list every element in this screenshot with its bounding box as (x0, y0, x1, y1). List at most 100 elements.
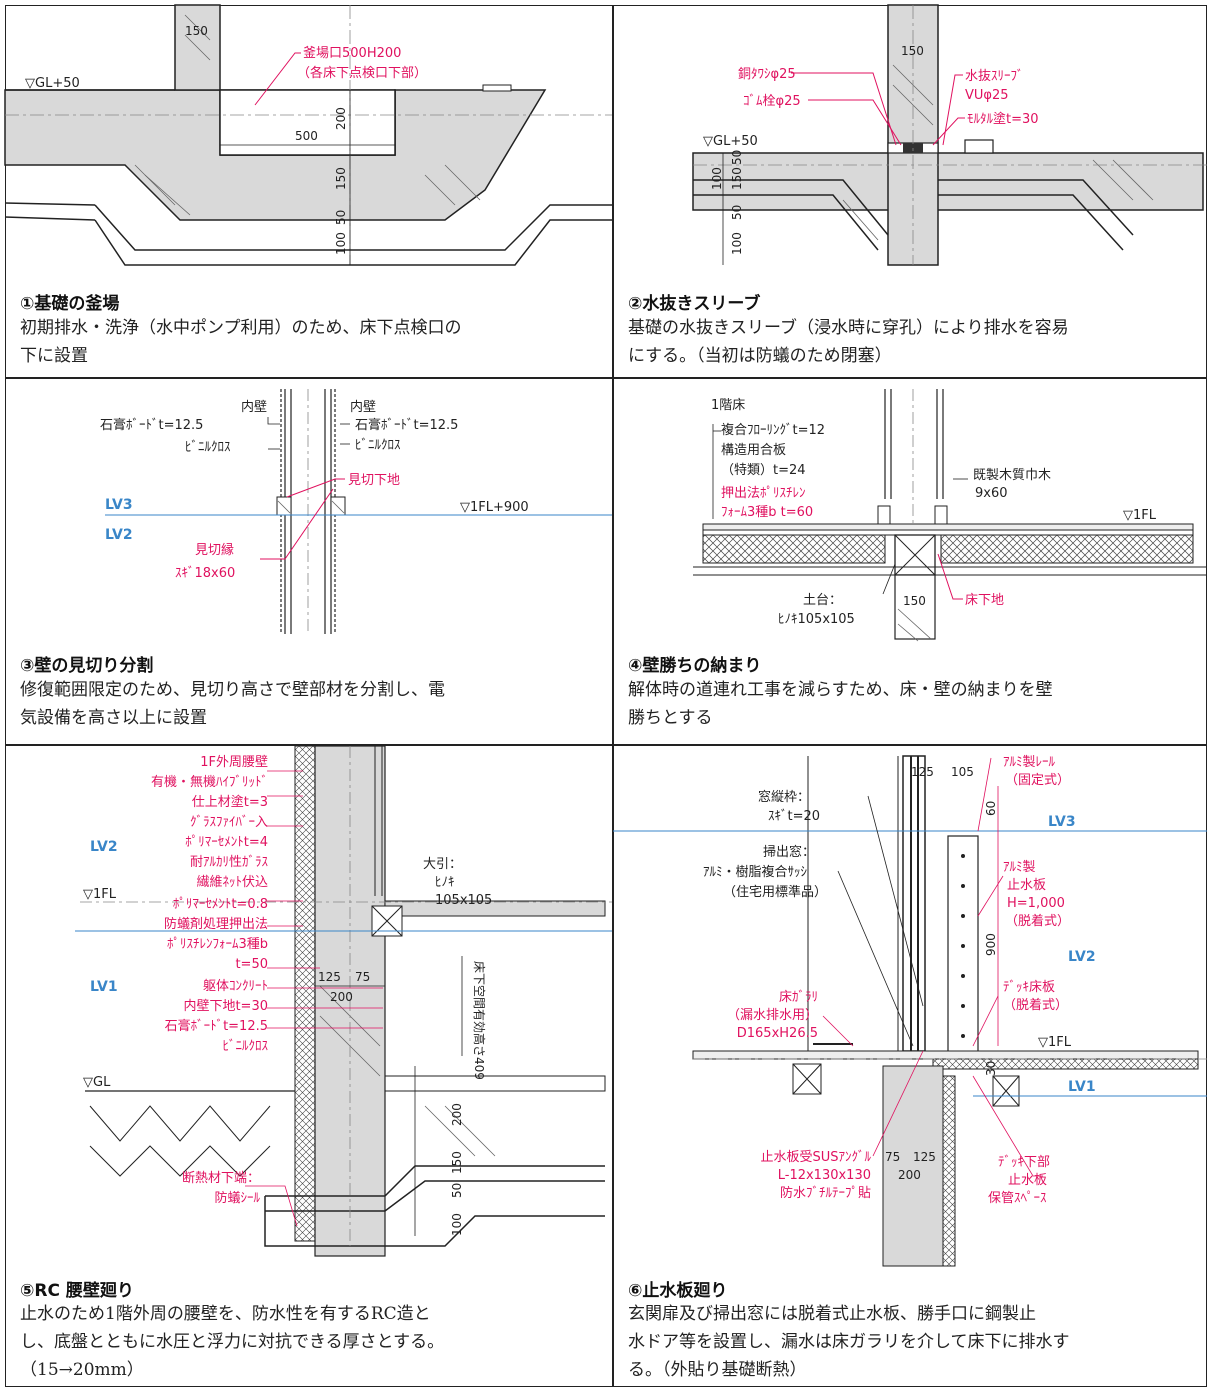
red-label: 耐ｱﾙｶﾘ性ｶﾞﾗｽ (190, 855, 269, 870)
sleeve-size: VUφ25 (965, 88, 1009, 103)
window-frame-label: 窓縦枠： (758, 789, 810, 805)
red-label: ﾎﾟﾘﾏｰｾﾒﾝﾄt=0.8 (173, 897, 268, 912)
waterstop-label: ｱﾙﾐ製 (1003, 860, 1036, 875)
dim-label: 50 (730, 205, 744, 220)
panel-1: 釜場口500H200 （各床下点検口下部） ▽GL+50 150 200 500… (4, 4, 612, 377)
panel-text-line: 初期排水・洗浄（水中ポンプ利用）のため、床下点検口の (20, 318, 462, 338)
dim-label: 60 (984, 801, 998, 816)
sleeve-label: 水抜ｽﾘｰﾌﾞ (965, 68, 1024, 84)
lv2-label: LV2 (105, 527, 133, 543)
right-wall-label: 内壁 (350, 399, 376, 415)
trim-size-label: ｽｷﾞ18x60 (175, 566, 235, 581)
lv3-label: LV3 (1048, 814, 1076, 830)
panel-5: 1F外周腰壁 有機・無機ﾊｲﾌﾞﾘｯﾄﾞ 仕上材塗t=3 ｸﾞﾗｽﾌｧｲﾊﾞｰ入… (5, 745, 612, 1387)
lv2-label: LV2 (1068, 949, 1096, 965)
fl-mark: ▽1FL (1123, 508, 1157, 523)
red-label: 石膏ﾎﾞｰﾄﾞt=12.5 (165, 1018, 268, 1034)
panel-title: ③壁の見切り分割 (20, 656, 154, 676)
panel-title: ①基礎の釜場 (20, 294, 120, 314)
dim-label: 75 (885, 1150, 900, 1164)
dim-label: 150 (185, 24, 208, 38)
panel-text-line: にする。（当初は防蟻のため閉塞） (628, 346, 892, 366)
gl-mark: ▽GL+50 (703, 134, 758, 149)
panel-text-line: 基礎の水抜きスリーブ（浸水時に穿孔）により排水を容易 (628, 318, 1069, 338)
waterstop-note: （脱着式） (1005, 913, 1070, 929)
red-label: t=50 (235, 957, 268, 972)
red-label: ﾎﾟﾘﾏｰｾﾒﾝﾄt=4 (185, 835, 268, 850)
panel-text-line: 勝ちとする (628, 708, 713, 728)
sill-label: 土台： (803, 593, 842, 608)
dim-label: 50 (450, 1183, 464, 1198)
trim-base-label: 見切下地 (348, 473, 400, 488)
rail-note: （固定式） (1005, 773, 1070, 788)
lv2-label: LV2 (90, 839, 118, 855)
panel-title: ⑤RC 腰壁廻り (20, 1281, 134, 1301)
plywood-label: 構造用合板 (721, 443, 786, 458)
rail-label: ｱﾙﾐ製ﾚｰﾙ (1003, 755, 1056, 770)
dim-label: 150 (334, 167, 348, 190)
dim-label: 125 (318, 970, 341, 984)
underfloor-height-label: 床下空間有効高さ409 (472, 961, 487, 1080)
row-divider (5, 377, 1207, 379)
panel-text-line: る。（外貼り基礎断熱） (628, 1360, 807, 1380)
panel-title: ②水抜きスリーブ (628, 294, 761, 314)
lv3-label: LV3 (105, 497, 133, 513)
angle-size: L-12x130x130 (778, 1168, 871, 1183)
joist-material-label: ﾋﾉｷ (435, 875, 455, 890)
dim-label: 125 (911, 765, 934, 779)
trim-label: 見切縁 (195, 542, 234, 558)
floor-base-label: 床下地 (965, 593, 1004, 608)
dim-label: 50 (730, 150, 744, 165)
dim-label: 105 (951, 765, 974, 779)
panel-title: ⑥止水板廻り (628, 1281, 728, 1301)
lv1-label: LV1 (1068, 1079, 1096, 1095)
baseboard-size-label: 9x60 (975, 486, 1008, 501)
right-cloth-label: ﾋﾞﾆﾙｸﾛｽ (355, 438, 401, 453)
dim-label: 30 (984, 1061, 998, 1076)
dim-label: 100 (710, 167, 724, 190)
dim-label: 150 (450, 1151, 464, 1174)
panel-text-line: 修復範囲限定のため、見切り高さで壁部材を分割し、電 (20, 680, 445, 700)
panel-2: 銅ﾀﾜｼφ25 ｺﾞﾑ栓φ25 水抜ｽﾘｰﾌﾞ VUφ25 ﾓﾙﾀﾙ塗t=30 … (613, 4, 1207, 377)
angle-label: 止水板受SUSｱﾝｸﾞﾙ (760, 1150, 871, 1165)
pit-label: 釜場口500H200 (303, 46, 401, 61)
mortar-label: ﾓﾙﾀﾙ塗t=30 (967, 111, 1039, 127)
window-frame-spec: ｽｷﾞt=20 (768, 809, 820, 824)
gl-mark: ▽GL (83, 1075, 111, 1090)
panel-text-line: 解体時の道連れ工事を減らすため、床・壁の納まりを壁 (628, 680, 1053, 700)
waterstop-height: H=1,000 (1007, 896, 1065, 911)
insulation-label: 押出法ﾎﾟﾘｽﾁﾚﾝ (721, 486, 806, 501)
dim-label: 200 (898, 1168, 921, 1182)
flooring-label: 複合ﾌﾛｰﾘﾝｸﾞt=12 (721, 422, 825, 438)
left-wall-label: 内壁 (241, 399, 267, 415)
sill-spec-label: ﾋﾉｷ105x105 (778, 612, 855, 627)
panel-4-drawing: 1階床 複合ﾌﾛｰﾘﾝｸﾞt=12 構造用合板 （特類）t=24 押出法ﾎﾟﾘｽ… (693, 389, 1207, 642)
panel-text-line: 気設備を高さ以上に設置 (20, 708, 207, 728)
left-cloth-label: ﾋﾞﾆﾙｸﾛｽ (185, 440, 231, 455)
dim-label: 100 (334, 232, 348, 255)
red-label: 有機・無機ﾊｲﾌﾞﾘｯﾄﾞ (151, 775, 268, 790)
red-label-group: 1F外周腰壁 有機・無機ﾊｲﾌﾞﾘｯﾄﾞ 仕上材塗t=3 ｸﾞﾗｽﾌｧｲﾊﾞｰ入… (151, 755, 269, 1054)
dim-label: 75 (355, 970, 370, 984)
panel-text-line: （15→20mm） (20, 1360, 144, 1380)
panel-6-drawing: 窓縦枠： ｽｷﾞt=20 掃出窓： ｱﾙﾐ・樹脂複合ｻｯｼ （住宅用標準品） ｱ… (613, 755, 1207, 1267)
plywood-spec-label: （特類）t=24 (721, 463, 806, 478)
panel-text-line: 下に設置 (20, 346, 88, 366)
red-label: 1F外周腰壁 (200, 755, 268, 770)
panel-text-line: 玄関扉及び掃出窓には脱着式止水板、勝手口に鋼製止 (628, 1304, 1036, 1324)
fl-mark: ▽1FL (83, 887, 117, 902)
red-label: 仕上材塗t=3 (192, 794, 268, 810)
panel-3-drawing: 内壁 石膏ﾎﾞｰﾄﾞt=12.5 ﾋﾞﾆﾙｸﾛｽ 内壁 石膏ﾎﾞｰﾄﾞt=12.… (100, 389, 612, 634)
panel-title: ④壁勝ちの納まり (628, 656, 762, 676)
butyl-tape-label: 防水ﾌﾞﾁﾙﾃｰﾌﾟ貼 (780, 1185, 871, 1201)
dim-label: 900 (984, 933, 998, 956)
deck-waterstop-label: 止水板 (1008, 1173, 1047, 1188)
waterstop-name: 止水板 (1007, 878, 1046, 893)
red-label: 躯体ｺﾝｸﾘｰﾄ (203, 978, 268, 994)
column-divider (612, 5, 614, 1387)
deck-board-label: ﾃﾞｯｷ床板 (1003, 980, 1055, 995)
pit-sub-label: （各床下点検口下部） (297, 65, 427, 81)
dim-label: 200 (450, 1103, 464, 1126)
panel-5-drawing: 1F外周腰壁 有機・無機ﾊｲﾌﾞﾘｯﾄﾞ 仕上材塗t=3 ｸﾞﾗｽﾌｧｲﾊﾞｰ入… (75, 745, 612, 1257)
louver-label: 床ｶﾞﾗﾘ (779, 990, 818, 1005)
